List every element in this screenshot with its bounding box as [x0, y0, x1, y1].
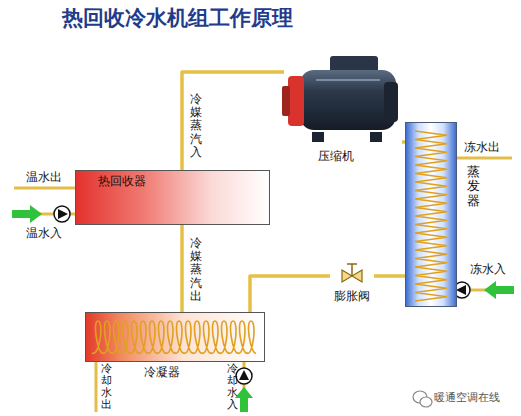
pipe-label: 冷媒蒸汽入 — [190, 93, 202, 159]
pump-triangle — [456, 285, 466, 295]
refrigerant-pipe — [374, 274, 405, 278]
diagram-title: 热回收冷水机组工作原理 — [62, 6, 293, 31]
coil-windings — [92, 321, 256, 353]
water-pipe — [14, 187, 76, 190]
pump-symbol — [236, 368, 252, 384]
pump-triangle — [239, 370, 249, 380]
coil-windings — [415, 131, 447, 301]
pipe-label: 冷媒蒸汽出 — [190, 237, 202, 303]
node-label: 蒸发器 — [467, 165, 480, 208]
water-pipe — [95, 362, 98, 412]
compressor: 压缩机 — [284, 50, 402, 147]
condenser: 冷凝器 — [85, 312, 265, 362]
compressor-feet — [312, 132, 382, 142]
coil — [406, 123, 456, 306]
valve-symbol — [330, 262, 374, 288]
node-label: 热回收器 — [98, 174, 146, 188]
refrigerant-pipe — [250, 276, 330, 312]
refrigerant-pipe — [180, 225, 184, 312]
node-label: 膨胀阀 — [334, 289, 370, 303]
compressor-body — [300, 70, 396, 130]
water-label: 冷却水出 — [101, 363, 112, 411]
compressor-end — [384, 82, 398, 122]
highlight — [316, 79, 380, 81]
refrigerant-pipe — [182, 72, 284, 170]
flow-arrow — [484, 281, 514, 299]
coil — [86, 313, 264, 361]
pump-triangle — [58, 209, 68, 219]
heat-recovery-box: 热回收器 — [75, 170, 270, 225]
valve-stem — [347, 264, 357, 276]
water-label: 冷却水入 — [227, 363, 238, 411]
water-label: 温水出 — [26, 170, 62, 184]
water-label: 温水入 — [26, 226, 62, 240]
watermark: 暖通空调在线 — [434, 391, 500, 404]
node-label: 压缩机 — [318, 149, 354, 163]
compressor-illustration — [282, 56, 398, 142]
evaporator: 蒸发器 — [405, 122, 457, 307]
flow-arrow — [12, 205, 42, 223]
expansion-valve: 膨胀阀 — [330, 262, 374, 288]
water-pipe — [456, 157, 512, 160]
pump-symbol — [54, 206, 70, 222]
water-label: 冻水入 — [470, 262, 506, 276]
node-label: 冷凝器 — [144, 365, 180, 379]
compressor-flange — [288, 76, 304, 126]
compressor-port — [282, 86, 290, 116]
water-label: 冻水出 — [464, 140, 500, 154]
watermark-icon — [413, 391, 432, 407]
